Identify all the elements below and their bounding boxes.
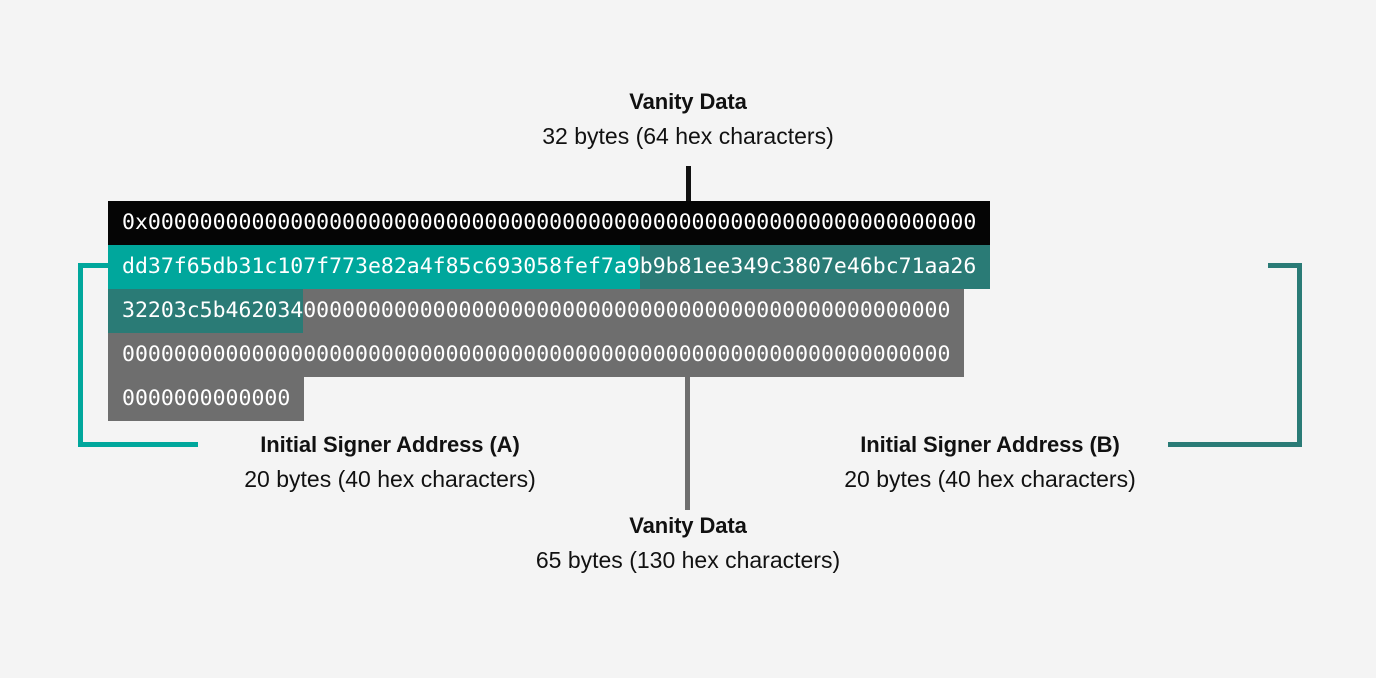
signer-a-title: Initial Signer Address (A) xyxy=(260,432,520,457)
hex-segment-signer-b: b9b81ee349c3807e46bc71aa26 xyxy=(639,245,991,289)
vanity-bottom-connector-line xyxy=(685,368,690,510)
signer-b-label: Initial Signer Address (B) 20 bytes (40 … xyxy=(740,431,1240,495)
signer-a-bracket-vertical xyxy=(78,263,83,447)
hex-row: 0x00000000000000000000000000000000000000… xyxy=(108,201,1268,245)
signer-a-subtitle: 20 bytes (40 hex characters) xyxy=(244,466,536,492)
vanity-top-connector-line xyxy=(686,166,691,202)
hex-segment-vanity-top: 0x00000000000000000000000000000000000000… xyxy=(108,201,991,245)
hex-segment-vanity-bottom: 0000000000000000000000000000000000000000… xyxy=(108,333,965,377)
hex-data-block: 0x00000000000000000000000000000000000000… xyxy=(108,201,1268,421)
hex-segment-vanity-bottom: 0000000000000000000000000000000000000000… xyxy=(303,289,965,333)
hex-row: 0000000000000000000000000000000000000000… xyxy=(108,333,1268,377)
hex-row: 0000000000000 xyxy=(108,377,1268,421)
hex-segment-vanity-bottom: 0000000000000 xyxy=(108,377,305,421)
vanity-data-bottom-title: Vanity Data xyxy=(629,513,747,538)
vanity-data-top-title: Vanity Data xyxy=(629,89,747,114)
signer-a-label: Initial Signer Address (A) 20 bytes (40 … xyxy=(140,431,640,495)
hex-segment-signer-b: 32203c5b462034 xyxy=(108,289,304,333)
hex-segment-signer-a: dd37f65db31c107f773e82a4f85c693058fef7a9 xyxy=(108,245,640,289)
vanity-data-top-label: Vanity Data 32 bytes (64 hex characters) xyxy=(0,88,1376,152)
vanity-data-bottom-subtitle: 65 bytes (130 hex characters) xyxy=(535,547,841,573)
signer-b-title: Initial Signer Address (B) xyxy=(860,432,1120,457)
signer-b-bracket-bottom xyxy=(1168,442,1302,447)
signer-b-bracket-vertical xyxy=(1297,263,1302,447)
signer-b-subtitle: 20 bytes (40 hex characters) xyxy=(844,466,1136,492)
signer-a-bracket-top xyxy=(78,263,112,268)
vanity-data-bottom-label: Vanity Data 65 bytes (130 hex characters… xyxy=(0,512,1376,576)
signer-b-bracket-top xyxy=(1268,263,1302,268)
hex-row: dd37f65db31c107f773e82a4f85c693058fef7a9… xyxy=(108,245,1268,289)
signer-a-bracket-bottom xyxy=(78,442,198,447)
vanity-data-top-subtitle: 32 bytes (64 hex characters) xyxy=(542,123,834,149)
